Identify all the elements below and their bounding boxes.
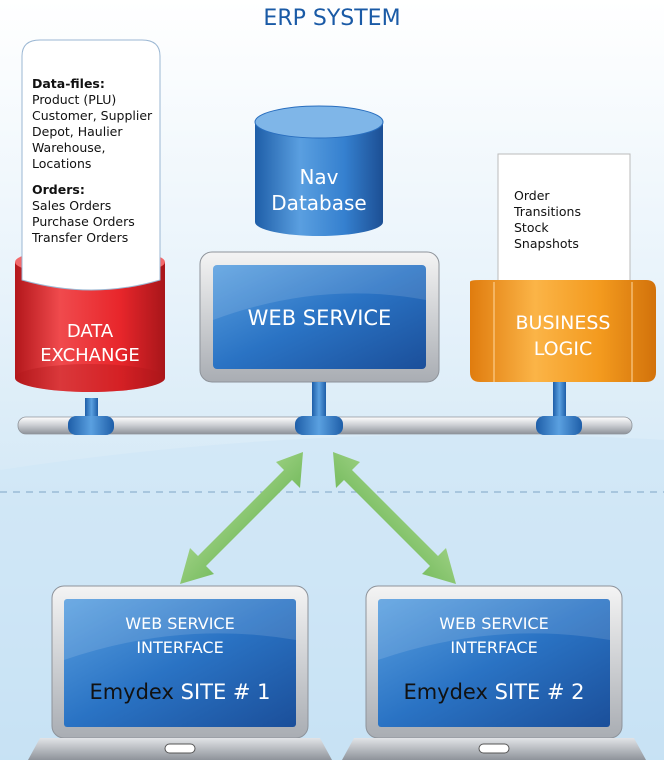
web-service-label: WEB SERVICE (247, 306, 392, 330)
business-logic-note: Stock (514, 220, 549, 235)
data-files-line: Depot, Haulier (32, 124, 123, 139)
orders-line: Purchase Orders (32, 214, 135, 229)
site2-laptop (342, 585, 646, 760)
orders-heading: Orders: (32, 182, 85, 197)
bus-connector-left (68, 398, 114, 435)
nav-database-label: Nav Database (255, 164, 383, 216)
data-exchange-line2: EXCHANGE (40, 345, 140, 366)
double-arrow-site1 (180, 452, 303, 584)
site2-name: Emydex SITE # 2 (378, 680, 610, 704)
data-exchange-label: DATA EXCHANGE (15, 320, 165, 368)
site1-brand: Emydex (89, 680, 174, 704)
data-files-line: Warehouse, (32, 140, 106, 155)
business-logic-note: Snapshots (514, 236, 579, 251)
double-arrow-site2 (333, 452, 456, 584)
site1-site: SITE # 1 (180, 680, 271, 704)
business-logic-line2: LOGIC (533, 338, 593, 360)
business-logic-label: BUSINESS LOGIC (494, 310, 632, 362)
bus-connector-center (295, 382, 343, 435)
orders-line: Transfer Orders (32, 230, 129, 245)
data-exchange-line1: DATA (66, 321, 114, 342)
data-files-line: Locations (32, 156, 92, 171)
data-files-sheet (21, 39, 161, 291)
business-logic-notes: Order Transitions Stock Snapshots (514, 188, 581, 252)
page-title: ERP SYSTEM (263, 6, 401, 31)
site2-interface-line1: WEB SERVICE (439, 614, 549, 633)
data-files-list: Data-files: Product (PLU) Customer, Supp… (32, 76, 152, 246)
business-logic-note: Order (514, 188, 550, 203)
data-files-line: Customer, Supplier (32, 108, 153, 123)
data-files-line: Product (PLU) (32, 92, 117, 107)
site1-name: Emydex SITE # 1 (64, 680, 296, 704)
business-logic-block (470, 280, 656, 382)
site2-interface-label: WEB SERVICE INTERFACE (378, 612, 610, 660)
business-logic-note: Transitions (514, 204, 581, 219)
data-files-heading: Data-files: (32, 76, 105, 91)
site1-interface-line1: WEB SERVICE (125, 614, 235, 633)
site1-interface-label: WEB SERVICE INTERFACE (64, 612, 296, 660)
nav-database-cylinder (254, 105, 384, 236)
site1-interface-line2: INTERFACE (136, 638, 224, 657)
site2-site: SITE # 2 (494, 680, 585, 704)
nav-database-line2: Database (271, 191, 367, 215)
bus-connector-right (536, 382, 582, 435)
site2-brand: Emydex (403, 680, 488, 704)
web-service-monitor (199, 251, 440, 383)
orders-line: Sales Orders (32, 198, 112, 213)
business-logic-line1: BUSINESS (515, 312, 611, 334)
site2-interface-line2: INTERFACE (450, 638, 538, 657)
site1-laptop (28, 585, 332, 760)
nav-database-line1: Nav (299, 165, 339, 189)
